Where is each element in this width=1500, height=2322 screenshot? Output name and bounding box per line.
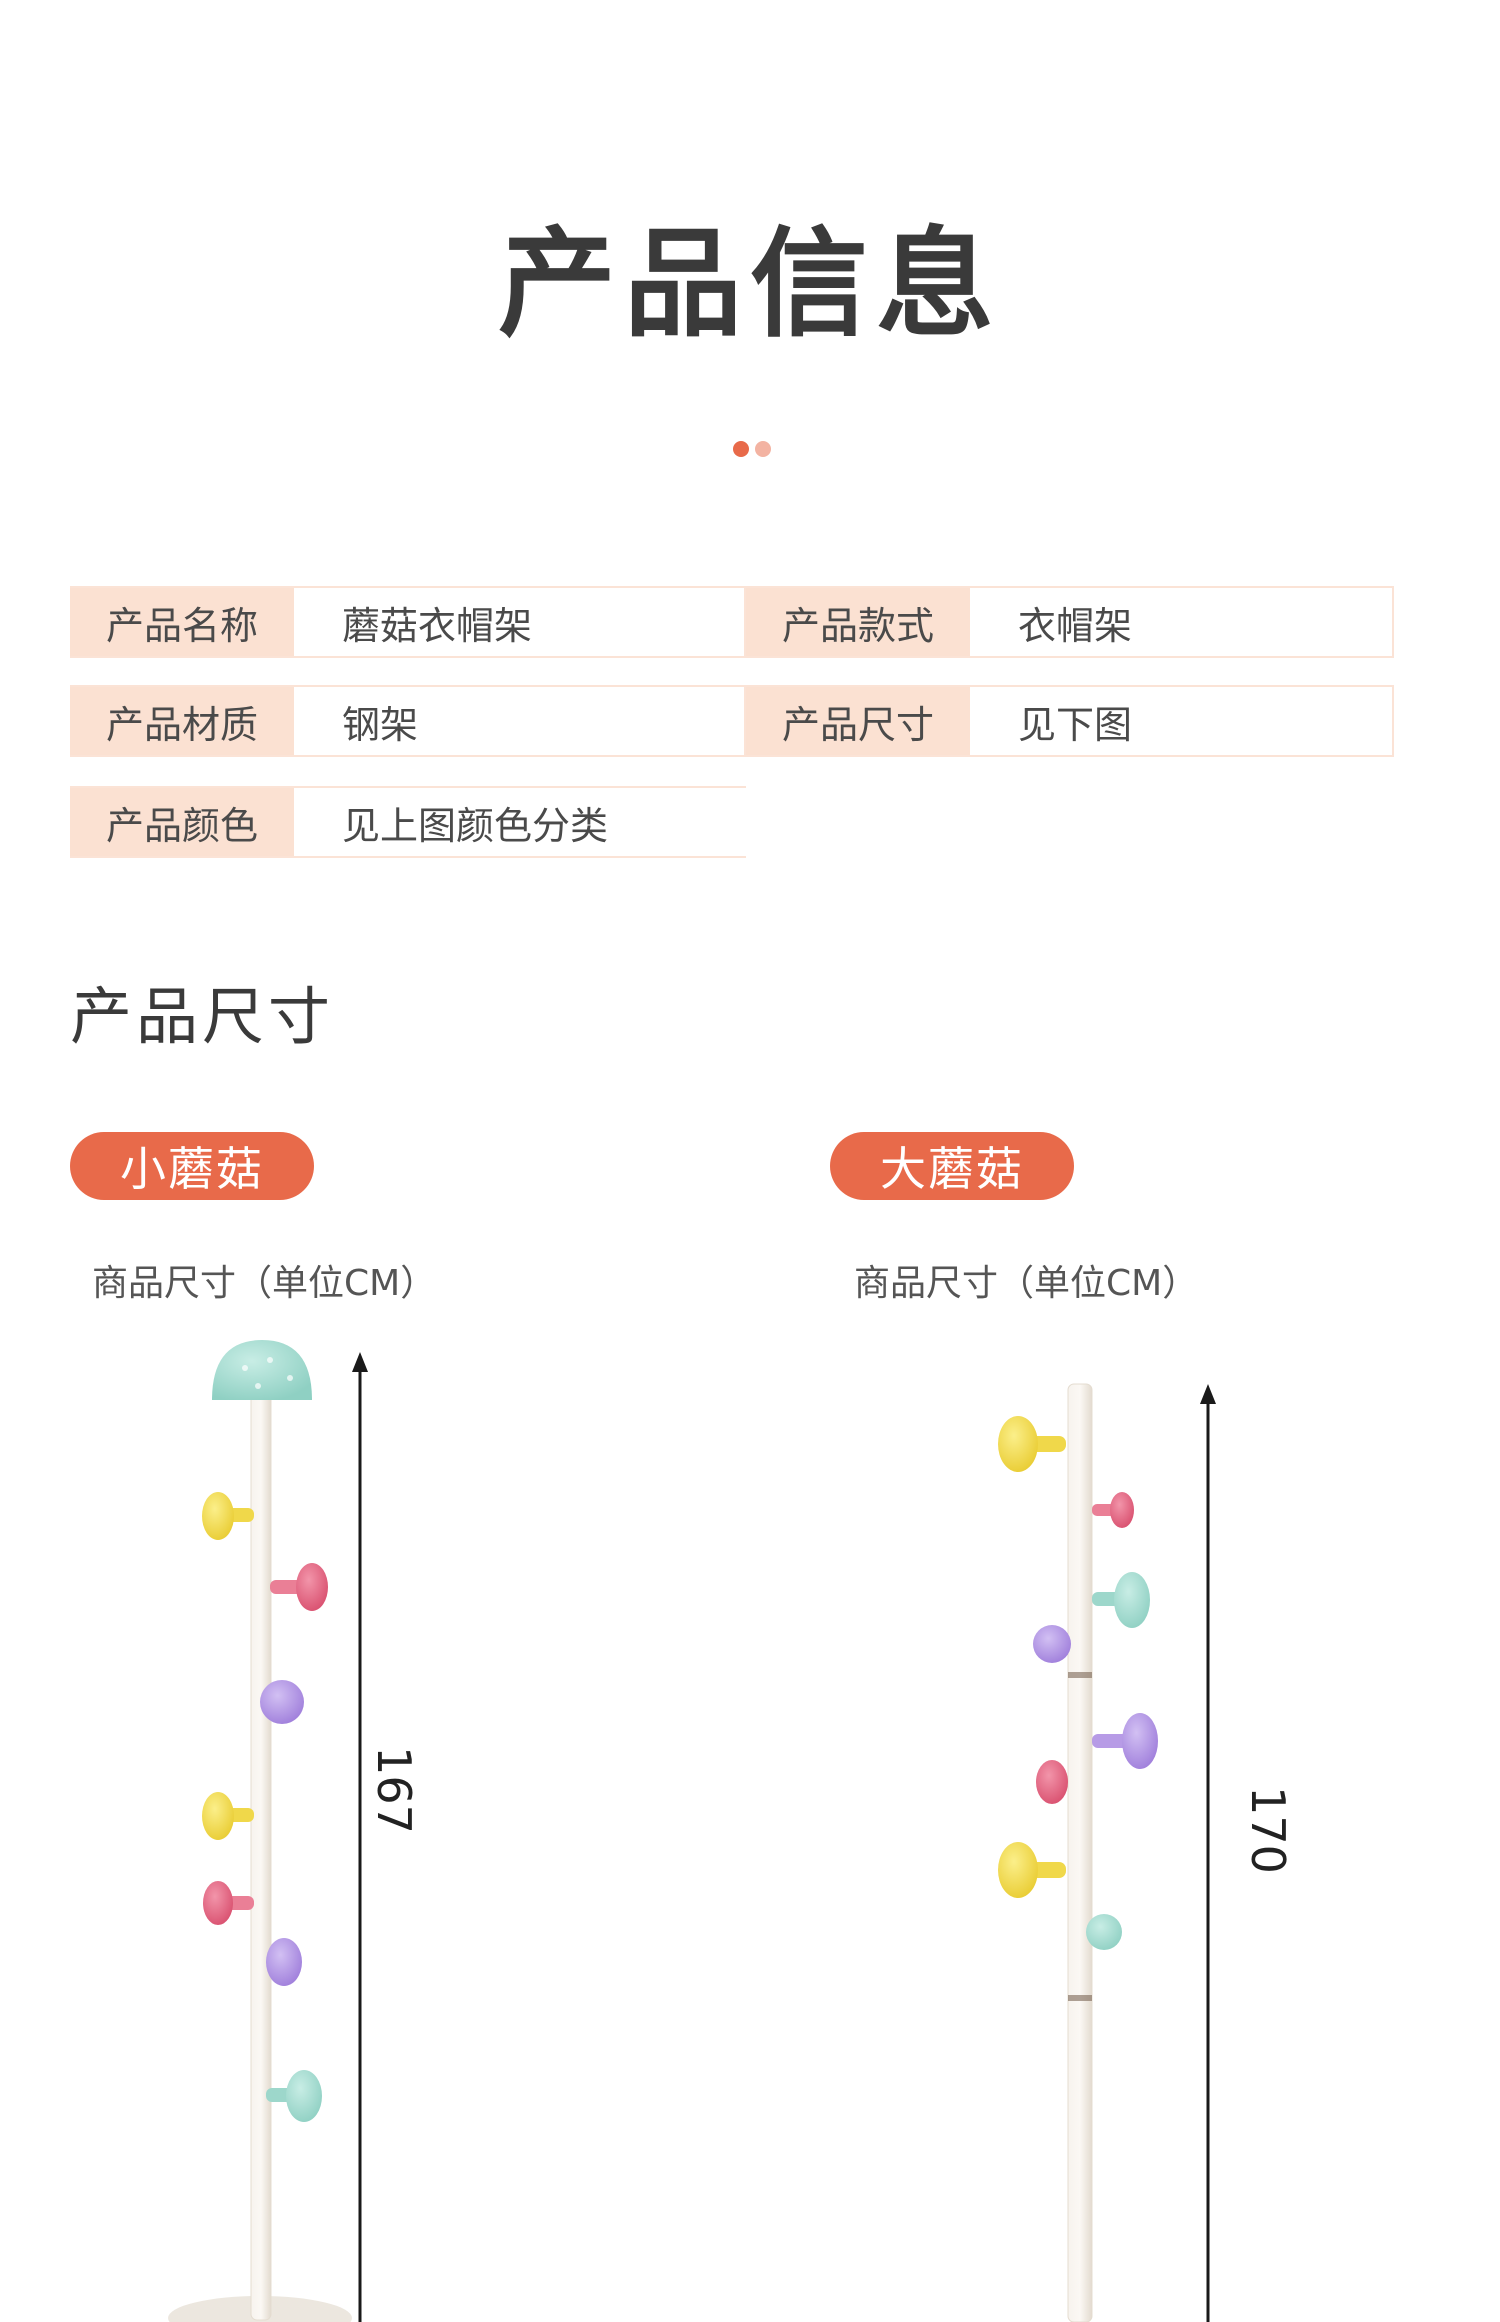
dot-primary bbox=[733, 441, 749, 457]
spec-row-material: 产品材质 钢架 bbox=[70, 685, 746, 757]
spec-label-color: 产品颜色 bbox=[70, 788, 294, 856]
small-mushroom-badge: 小蘑菇 bbox=[70, 1132, 314, 1200]
spec-value-color: 见上图颜色分类 bbox=[342, 803, 609, 848]
large-hook-pink-icon bbox=[1092, 1492, 1134, 1528]
large-coat-rack: 170 bbox=[998, 1383, 1295, 2322]
page-title: 产品信息 bbox=[497, 215, 1002, 353]
small-top-mushroom-cap-icon bbox=[212, 1340, 312, 1400]
large-mushroom-badge: 大蘑菇 bbox=[830, 1132, 1074, 1200]
small-hook-purple-2-icon bbox=[266, 1938, 302, 1986]
size-section-title: 产品尺寸 bbox=[70, 980, 335, 1053]
small-hook-pink-2-icon bbox=[203, 1881, 254, 1925]
large-dimension-arrow-icon bbox=[1200, 1384, 1216, 1404]
large-hook-yellow-2-icon bbox=[998, 1842, 1066, 1898]
large-unit-label: 商品尺寸（单位CM） bbox=[854, 1263, 1199, 1304]
spec-value-style: 衣帽架 bbox=[970, 588, 1394, 656]
spec-row-name: 产品名称 蘑菇衣帽架 bbox=[70, 586, 746, 658]
small-hook-pink-icon bbox=[270, 1563, 328, 1611]
spec-row-color: 产品颜色 见上图颜色分类 bbox=[70, 786, 746, 858]
small-hook-teal-icon bbox=[266, 2070, 322, 2122]
spec-label-name: 产品名称 bbox=[70, 588, 294, 656]
small-hook-purple-icon bbox=[260, 1680, 304, 1724]
small-coat-rack: 167 bbox=[168, 1340, 421, 2322]
spec-row-size: 产品尺寸 见下图 bbox=[746, 685, 1394, 757]
large-hook-teal-icon bbox=[1092, 1572, 1150, 1628]
large-pole-joint-1 bbox=[1068, 1672, 1092, 1678]
spec-label-style: 产品款式 bbox=[746, 588, 970, 656]
large-pole-joint-2 bbox=[1068, 1995, 1092, 2001]
small-hook-yellow-icon bbox=[202, 1492, 254, 1540]
dot-secondary bbox=[755, 441, 771, 457]
small-dimension-arrow-icon bbox=[352, 1352, 368, 1372]
small-rack-pole bbox=[250, 1379, 272, 2321]
spec-label-size: 产品尺寸 bbox=[746, 687, 970, 755]
small-unit-label: 商品尺寸（单位CM） bbox=[92, 1263, 437, 1304]
small-hook-yellow-2-icon bbox=[202, 1792, 254, 1840]
large-hook-pink-2-icon bbox=[1036, 1760, 1068, 1804]
large-hook-teal-2-icon bbox=[1086, 1914, 1122, 1950]
large-hook-purple-2-icon bbox=[1092, 1713, 1158, 1769]
spec-value-size: 见下图 bbox=[970, 687, 1394, 755]
large-rack-pole bbox=[1067, 1383, 1093, 2322]
spec-value-material: 钢架 bbox=[294, 687, 746, 755]
small-height-value: 167 bbox=[367, 1746, 421, 1834]
spec-row-style: 产品款式 衣帽架 bbox=[746, 586, 1394, 658]
spec-value-name: 蘑菇衣帽架 bbox=[294, 588, 746, 656]
large-height-value: 170 bbox=[1241, 1786, 1295, 1874]
title-decoration-dots bbox=[733, 441, 773, 457]
large-hook-yellow-icon bbox=[998, 1416, 1066, 1472]
spec-label-material: 产品材质 bbox=[70, 687, 294, 755]
large-hook-purple-icon bbox=[1033, 1625, 1071, 1663]
